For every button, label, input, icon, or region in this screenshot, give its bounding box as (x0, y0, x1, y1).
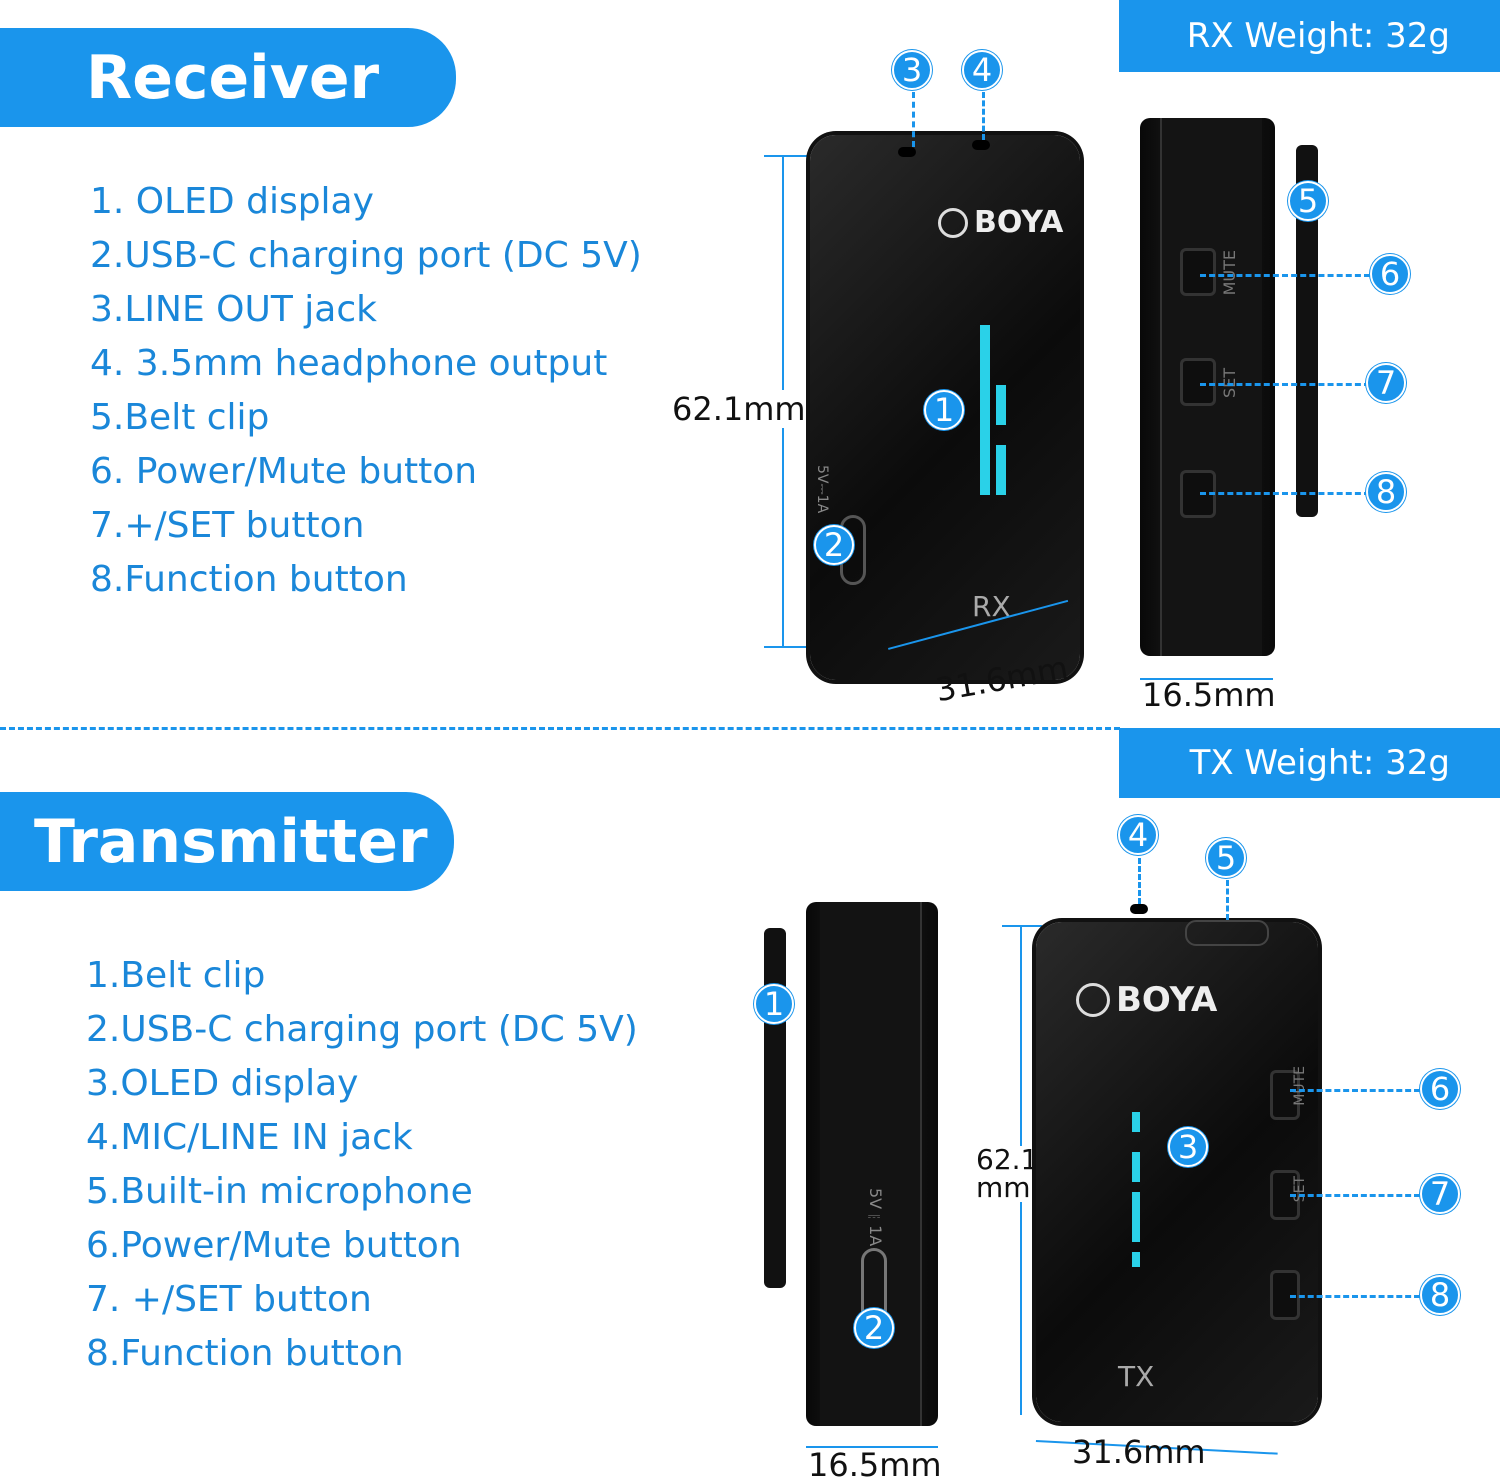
tx-callout-3: 3 (1168, 1127, 1208, 1167)
list-item: 5.Belt clip (90, 397, 270, 438)
tx-callout-7: 7 (1420, 1174, 1460, 1214)
rx-belt-clip (1296, 145, 1318, 517)
callout-5: 5 (1288, 181, 1328, 221)
transmitter-title-banner: Transmitter (0, 792, 454, 891)
tx-belt-clip (764, 928, 786, 1288)
boya-logo-icon (938, 207, 968, 238)
tx-brand-text: BOYA (1116, 980, 1218, 1020)
rx-oled-display (976, 325, 1012, 495)
list-item: 6.Power/Mute button (86, 1225, 462, 1266)
tx-height-ruler-top (1002, 925, 1042, 927)
receiver-feature-list: 1. OLED display 2.USB-C charging port (D… (90, 175, 642, 607)
tx-callout-5: 5 (1206, 838, 1246, 878)
tx-oled-display (1128, 1112, 1150, 1267)
tx-built-in-microphone (1185, 920, 1269, 946)
list-item: 7. +/SET button (86, 1279, 372, 1320)
tx-mute-button[interactable] (1270, 1070, 1300, 1120)
tx-weight-label: TX Weight: 32g (1189, 743, 1450, 783)
tx-callout-6: 6 (1420, 1069, 1460, 1109)
tx-callout-2: 2 (854, 1308, 894, 1348)
list-item: 5.Built-in microphone (86, 1171, 473, 1212)
rx-weight-label: RX Weight: 32g (1186, 16, 1450, 56)
rx-depth-label: 16.5mm (1142, 676, 1276, 714)
tx-model-label: TX (1118, 1360, 1155, 1393)
rx-headphone-jack (972, 140, 990, 150)
list-item: 1. OLED display (90, 181, 374, 222)
tx-port-label: 5V⎓1A (866, 1188, 885, 1247)
rx-brand-text: BOYA (974, 205, 1064, 240)
receiver-title: Receiver (86, 42, 380, 113)
list-item: 4. 3.5mm headphone output (90, 343, 608, 384)
rx-depth-ruler (1140, 678, 1273, 680)
list-item: 3.LINE OUT jack (90, 289, 377, 330)
callout-8: 8 (1366, 472, 1406, 512)
tx-depth-label: 16.5mm (808, 1446, 942, 1484)
rx-port-label: 5V⎓1A (814, 465, 830, 514)
list-item: 7.+/SET button (90, 505, 365, 546)
tx-depth-ruler (806, 1446, 938, 1448)
rx-line-out-jack (898, 147, 916, 157)
callout-6: 6 (1370, 254, 1410, 294)
tx-width-label: 31.6mm (1072, 1433, 1206, 1471)
list-item: 2.USB-C charging port (DC 5V) (86, 1009, 638, 1050)
callout-2: 2 (814, 525, 854, 565)
tx-mic-jack (1130, 904, 1148, 914)
receiver-title-banner: Receiver (0, 28, 456, 127)
section-divider (0, 727, 1120, 730)
callout-4: 4 (962, 50, 1002, 90)
tx-callout-4: 4 (1118, 815, 1158, 855)
transmitter-feature-list: 1.Belt clip 2.USB-C charging port (DC 5V… (86, 949, 638, 1381)
list-item: 4.MIC/LINE IN jack (86, 1117, 413, 1158)
list-item: 1.Belt clip (86, 955, 266, 996)
rx-weight-banner: RX Weight: 32g (1119, 0, 1500, 72)
list-item: 6. Power/Mute button (90, 451, 478, 492)
callout-1: 1 (924, 390, 964, 430)
rx-mute-label: MUTE (1220, 250, 1239, 296)
callout-3: 3 (892, 50, 932, 90)
rx-model-label: RX (972, 590, 1011, 623)
tx-callout-8: 8 (1420, 1275, 1460, 1315)
rx-mute-button[interactable] (1180, 248, 1216, 296)
tx-weight-banner: TX Weight: 32g (1119, 728, 1500, 798)
rx-set-button[interactable] (1180, 358, 1216, 406)
rx-height-ruler-bottom (764, 646, 810, 648)
tx-mute-label: MUTE (1292, 1066, 1308, 1106)
boya-logo-icon (1076, 983, 1110, 1017)
list-item: 8.Function button (86, 1333, 404, 1374)
tx-height-label: 62.1 mm (976, 1143, 1039, 1204)
tx-set-label: SET (1292, 1176, 1308, 1203)
list-item: 8.Function button (90, 559, 408, 600)
tx-brand-logo: BOYA (1076, 980, 1217, 1020)
rx-height-ruler-top (764, 155, 810, 157)
list-item: 3.OLED display (86, 1063, 359, 1104)
rx-height-label: 62.1mm (672, 390, 806, 428)
list-item: 2.USB-C charging port (DC 5V) (90, 235, 642, 276)
tx-callout-1: 1 (754, 984, 794, 1024)
transmitter-title: Transmitter (34, 806, 428, 877)
callout-7: 7 (1366, 363, 1406, 403)
rx-brand-logo: BOYA (938, 205, 1063, 240)
